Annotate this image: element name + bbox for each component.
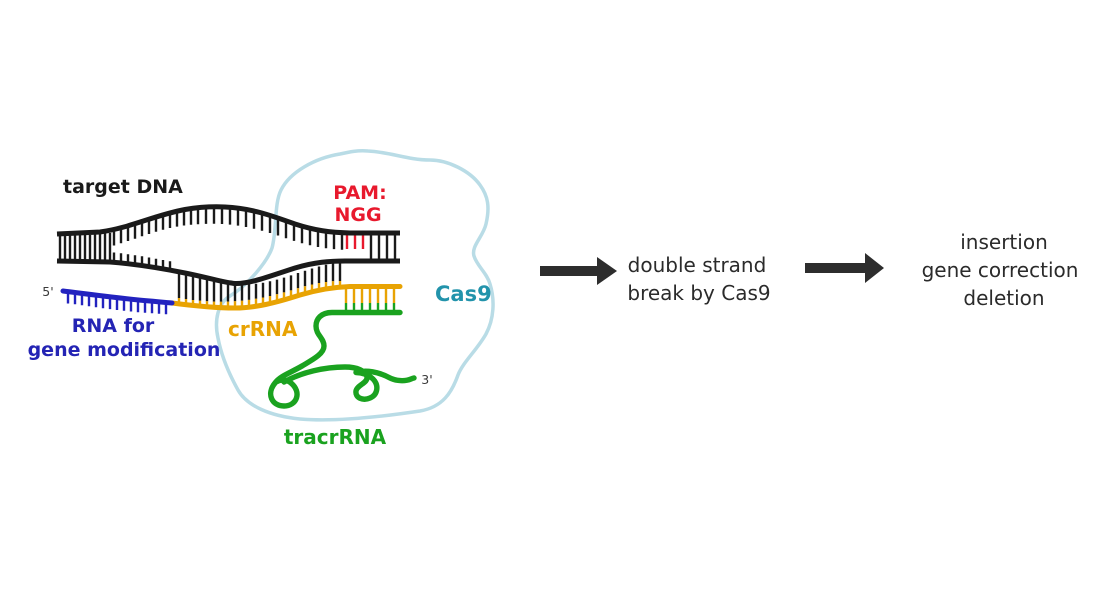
step1-text-line1: double strand: [628, 253, 767, 277]
dna-crrna-rungs-black: [177, 262, 342, 302]
tracrrna-label: tracrRNA: [284, 425, 387, 449]
three-prime-label: 3': [421, 372, 432, 387]
crrna-label: crRNA: [228, 317, 298, 341]
pam-label-line1: PAM:: [333, 182, 386, 204]
dna-bottom-strand-ticks: [112, 252, 172, 272]
guide-rna-label-line1: RNA for: [72, 315, 155, 337]
dna-top-strand-ticks: [112, 206, 344, 250]
step2-text-line1: insertion: [960, 230, 1048, 254]
step2-text-line2: gene correction: [922, 258, 1079, 282]
crrna-tracrrna-rungs-green: [344, 303, 396, 311]
dna-top-strand: [56, 204, 400, 237]
dna-bottom-strand: [56, 258, 400, 287]
step1-text-line2: break by Cas9: [627, 281, 770, 305]
pam-rungs: [345, 235, 365, 249]
pam-label-line2: NGG: [334, 204, 381, 226]
tracrrna-strand: [268, 309, 403, 409]
crrna-tracrrna-rungs-orange: [344, 289, 396, 303]
cas9-label: Cas9: [435, 282, 492, 306]
five-prime-label: 5': [42, 284, 53, 299]
dna-rungs-left: [58, 233, 112, 261]
arrow-icon-2: [805, 253, 884, 283]
target-dna-label: target DNA: [63, 176, 183, 198]
tracrrna-tail: [281, 364, 417, 402]
dna-rungs-right: [369, 235, 397, 259]
guide-rna-label-line2: gene modification: [28, 339, 221, 361]
guide-rna-strand: [60, 288, 175, 306]
arrow-icon-1: [540, 257, 617, 285]
crrna-strand: [169, 284, 403, 311]
guide-rna-ticks: [66, 292, 168, 315]
step2-text-line3: deletion: [963, 286, 1044, 310]
